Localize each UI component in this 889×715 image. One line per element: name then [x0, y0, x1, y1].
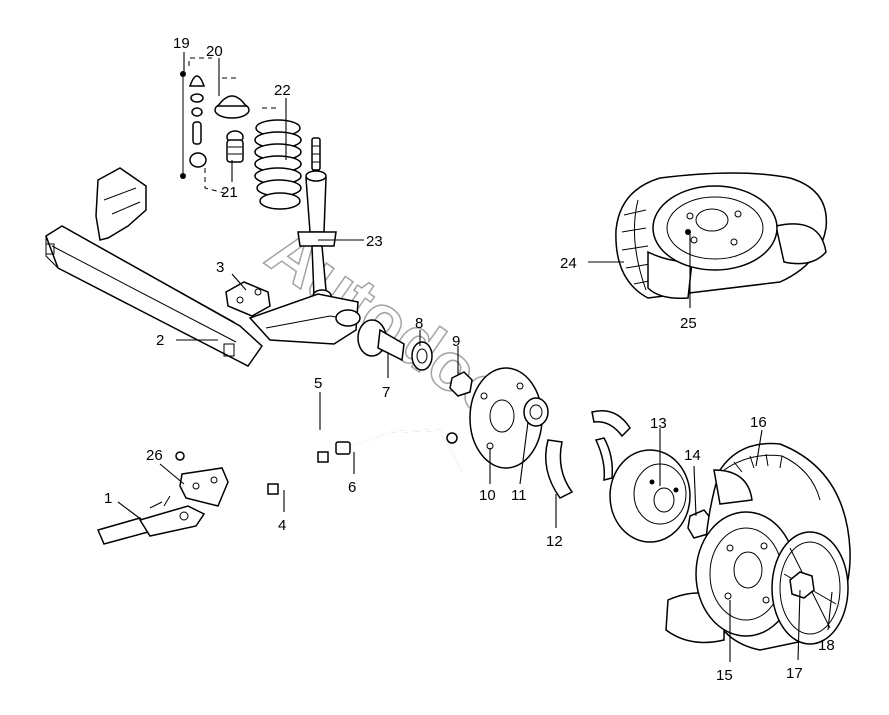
callout-7: 7 — [382, 384, 390, 401]
callout-1: 1 — [104, 490, 112, 507]
part-11-wheel-cylinder — [523, 397, 549, 427]
part-1-brake-pressure-regulator — [96, 495, 206, 545]
callout-6: 6 — [348, 479, 356, 496]
part-19-bump-stop-kit — [180, 57, 229, 195]
callout-15: 15 — [716, 667, 733, 684]
part-9-hub-nut — [449, 371, 473, 397]
callout-20: 20 — [206, 43, 223, 60]
part-3-bracket — [225, 281, 271, 317]
callout-25: 25 — [680, 315, 697, 332]
spring-group — [180, 57, 302, 210]
callout-8: 8 — [415, 315, 423, 332]
part-20-spring-top-mount — [214, 77, 250, 119]
part-12-brake-shoes — [545, 410, 631, 499]
part-26-regulator-bracket — [179, 467, 229, 507]
callout-21: 21 — [221, 184, 238, 201]
callout-4: 4 — [278, 517, 286, 534]
part-2-axle-beam — [45, 167, 361, 367]
part-6-brake-pipe — [335, 429, 463, 473]
callout-17: 17 — [786, 665, 803, 682]
callout-14: 14 — [684, 447, 701, 464]
callout-22: 22 — [274, 82, 291, 99]
callout-16: 16 — [750, 414, 767, 431]
callout-13: 13 — [650, 415, 667, 432]
part-25-wheel-rim — [652, 185, 778, 271]
callout-10: 10 — [479, 487, 496, 504]
part-4-brake-hose-short — [267, 451, 329, 495]
part-7-stub-axle — [357, 319, 405, 362]
part-13-brake-drum — [609, 449, 691, 543]
part-10-backing-plate — [469, 367, 543, 469]
part-8-wheel-bearing — [411, 341, 433, 371]
part-22-coil-spring — [254, 107, 302, 210]
callout-5: 5 — [314, 375, 322, 392]
callout-9: 9 — [452, 333, 460, 350]
callout-3: 3 — [216, 259, 224, 276]
callout-19: 19 — [173, 35, 190, 52]
callout-labels: 1 2 3 4 5 6 7 8 9 10 11 12 13 14 15 16 1… — [104, 35, 835, 684]
callout-12: 12 — [546, 533, 563, 550]
callout-11: 11 — [511, 487, 527, 504]
callout-2: 2 — [156, 332, 164, 349]
callout-26: 26 — [146, 447, 163, 464]
callout-23: 23 — [366, 233, 383, 250]
part-5-brake-hose-long — [175, 424, 411, 461]
part-17-wheel-nut — [789, 571, 815, 599]
part-23-shock-absorber — [297, 137, 337, 303]
part-21-bump-stop — [226, 130, 244, 163]
leader-lines — [117, 52, 833, 662]
callout-24: 24 — [560, 255, 577, 272]
callout-18: 18 — [818, 637, 835, 654]
